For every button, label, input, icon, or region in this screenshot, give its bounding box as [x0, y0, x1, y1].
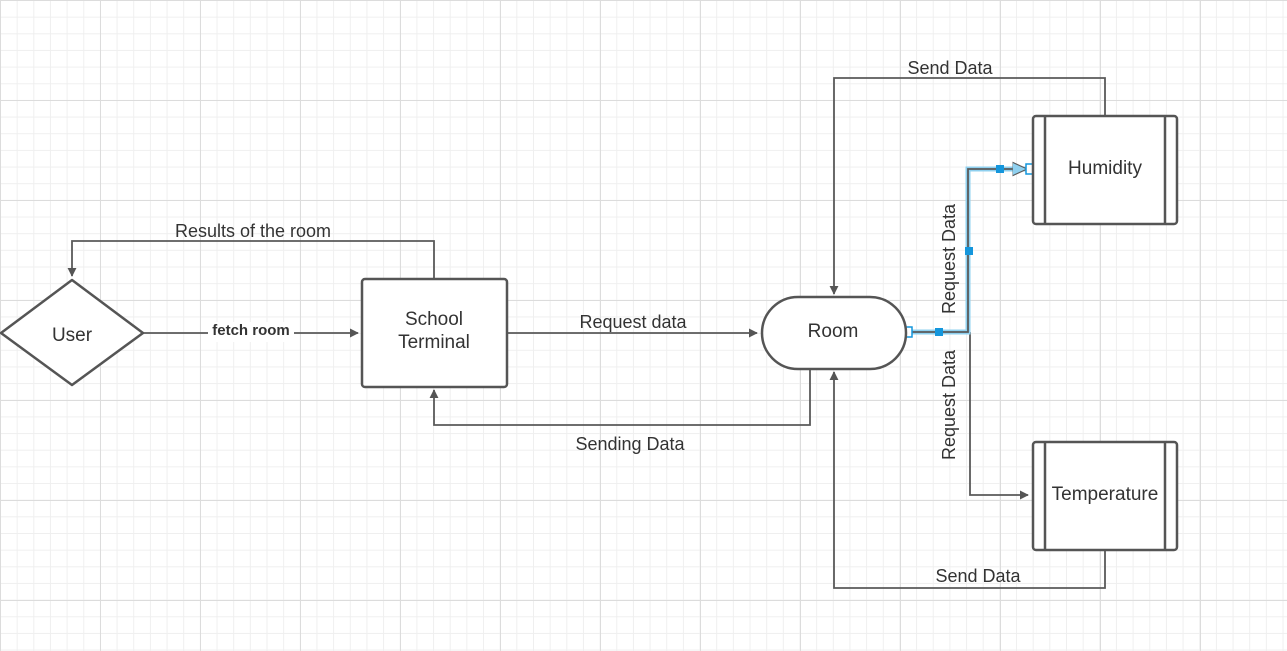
temperature-node[interactable]: Temperature: [1031, 440, 1179, 552]
request-data-temperature-label: Request Data: [939, 349, 959, 460]
user-label: User: [52, 325, 93, 346]
room-label: Room: [808, 321, 859, 342]
temperature-shape: [1031, 440, 1179, 552]
school-terminal-label-line2: Terminal: [398, 332, 470, 353]
send-data-humidity-label: Send Data: [907, 58, 993, 78]
connector-send-data-humidity[interactable]: [829, 77, 1106, 295]
humidity-node[interactable]: Humidity: [1031, 114, 1179, 226]
humidity-label: Humidity: [1068, 158, 1142, 179]
sending-data-label: Sending Data: [575, 434, 685, 454]
user-node[interactable]: User: [0, 278, 145, 387]
room-node[interactable]: Room: [760, 295, 908, 371]
request-data-humidity-label: Request Data: [939, 203, 959, 314]
school-terminal-label-line1: School: [405, 309, 463, 330]
connector-handle-midpoint-1[interactable]: [935, 328, 943, 336]
connector-handle-midpoint-3[interactable]: [996, 165, 1004, 173]
temperature-label: Temperature: [1052, 484, 1159, 505]
room-shape: [760, 295, 908, 371]
fetch-room-label-bg: [208, 322, 294, 342]
humidity-shape: [1031, 114, 1179, 226]
connector-handle-midpoint-2[interactable]: [965, 247, 973, 255]
connector-send-data-temperature[interactable]: [829, 371, 1106, 589]
connector-results-of-the-room[interactable]: [67, 240, 435, 278]
school-terminal-shape: [360, 277, 509, 389]
send-data-temperature-label: Send Data: [935, 566, 1021, 586]
request-data-terminal-room-label: Request data: [579, 312, 687, 332]
connector-request-data-temperature[interactable]: [907, 332, 1029, 500]
fetch-room-label: fetch room: [212, 322, 290, 339]
connector-sending-data[interactable]: [429, 370, 811, 426]
results-of-the-room-label: Results of the room: [175, 221, 331, 241]
school-terminal-node[interactable]: School Terminal: [360, 277, 509, 389]
user-diamond-shape: [0, 278, 145, 387]
